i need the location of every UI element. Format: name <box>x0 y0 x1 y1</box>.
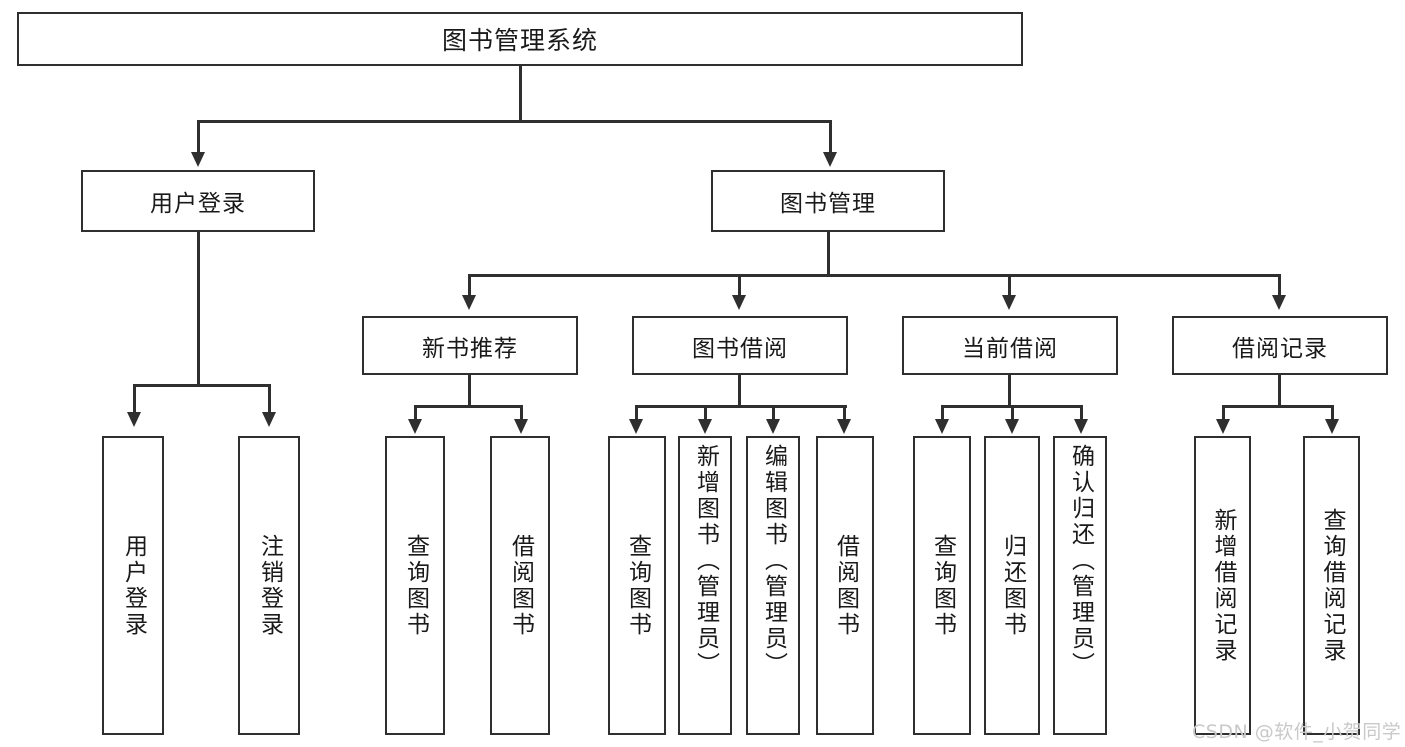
arrow-down-icon <box>732 295 746 310</box>
arrow-down-icon <box>698 419 712 434</box>
node-label: 借阅图书 <box>507 533 534 638</box>
node-label: 用户登录 <box>120 533 147 638</box>
arrow-down-icon <box>1074 419 1088 434</box>
connector-nbr-to-leaf-2 <box>520 405 523 421</box>
connector-bb-to-leaf-2 <box>704 405 707 421</box>
node-label: 图书管理系统 <box>441 26 598 55</box>
arrow-down-icon <box>514 419 528 434</box>
node-label: 图书借阅 <box>692 335 788 362</box>
arrow-down-icon <box>462 295 476 310</box>
node-root-book-management-system[interactable]: 图书管理系统 <box>17 12 1023 66</box>
arrow-down-icon <box>191 152 205 167</box>
leaf-new-book-recommend-query-book[interactable]: 查询图书 <box>385 436 445 735</box>
node-book-borrow[interactable]: 图书借阅 <box>632 316 848 375</box>
leaf-book-borrow-borrow-book[interactable]: 借阅图书 <box>816 436 874 735</box>
arrow-down-icon <box>1002 295 1016 310</box>
leaf-user-login-logout[interactable]: 注销登录 <box>238 436 300 735</box>
leaf-current-borrow-query-book[interactable]: 查询图书 <box>913 436 971 735</box>
node-label: 当前借阅 <box>962 335 1058 362</box>
arrow-down-icon <box>1005 419 1019 434</box>
node-borrow-record[interactable]: 借阅记录 <box>1172 316 1388 375</box>
node-book-management[interactable]: 图书管理 <box>711 170 945 232</box>
node-label: 注销登录 <box>256 533 283 638</box>
connector-root-to-user-login <box>197 120 200 154</box>
arrow-down-icon <box>1216 419 1230 434</box>
connector-user-login-stem <box>197 232 200 386</box>
connector-book-management-stem <box>827 232 830 276</box>
node-label: 用户登录 <box>150 191 246 217</box>
node-label: 归还图书 <box>999 533 1026 638</box>
connector-to-borrow-record <box>1278 274 1281 298</box>
arrow-down-icon <box>1325 419 1339 434</box>
connector-cb-to-leaf-1 <box>941 405 944 421</box>
arrow-down-icon <box>408 419 422 434</box>
connector-to-book-borrow <box>738 274 741 298</box>
node-label: 查询图书 <box>624 533 651 638</box>
connector-user-login-bar <box>133 384 271 387</box>
connector-br-to-leaf-1 <box>1222 405 1225 421</box>
connector-bb-to-leaf-3 <box>772 405 775 421</box>
leaf-current-borrow-return-book[interactable]: 归还图书 <box>984 436 1040 735</box>
arrow-down-icon <box>262 412 276 427</box>
node-user-login[interactable]: 用户登录 <box>81 170 315 232</box>
connector-root-bar <box>197 120 831 123</box>
node-new-book-recommend[interactable]: 新书推荐 <box>362 316 578 375</box>
connector-nbr-to-leaf-1 <box>414 405 417 421</box>
node-label: 借阅图书 <box>832 533 859 638</box>
arrow-down-icon <box>837 419 851 434</box>
connector-to-new-book-recommend <box>468 274 471 298</box>
connector-to-current-borrow <box>1008 274 1011 298</box>
leaf-new-book-recommend-borrow-book[interactable]: 借阅图书 <box>490 436 550 735</box>
node-label: 新增借阅记录 <box>1210 507 1236 664</box>
node-label: 图书管理 <box>780 191 876 217</box>
leaf-user-login-login[interactable]: 用户登录 <box>102 436 164 735</box>
arrow-down-icon <box>1272 295 1286 310</box>
node-current-borrow[interactable]: 当前借阅 <box>902 316 1118 375</box>
node-label: 编辑图书（管理员） <box>760 444 787 678</box>
arrow-down-icon <box>935 419 949 434</box>
arrow-down-icon <box>766 419 780 434</box>
leaf-book-borrow-add-book-admin[interactable]: 新增图书（管理员） <box>678 436 732 735</box>
connector-borrow-record-stem <box>1278 375 1281 407</box>
connector-br-to-leaf-2 <box>1331 405 1334 421</box>
arrow-down-icon <box>127 412 141 427</box>
node-label: 查询图书 <box>402 533 429 638</box>
connector-borrow-record-bar <box>1222 405 1334 408</box>
connector-cb-to-leaf-2 <box>1011 405 1014 421</box>
connector-root-stem <box>519 66 522 122</box>
leaf-current-borrow-confirm-return-admin[interactable]: 确认归还（管理员） <box>1053 436 1107 735</box>
connector-current-borrow-stem <box>1008 375 1011 407</box>
leaf-borrow-record-add-record[interactable]: 新增借阅记录 <box>1194 436 1251 735</box>
leaf-book-borrow-query-book[interactable]: 查询图书 <box>608 436 666 735</box>
connector-bb-to-leaf-4 <box>843 405 846 421</box>
connector-new-book-recommend-bar <box>414 405 522 408</box>
watermark-text: CSDN @软件_小贺同学 <box>1192 721 1402 743</box>
node-label: 借阅记录 <box>1232 335 1328 362</box>
node-label: 查询图书 <box>929 533 956 638</box>
connector-book-borrow-stem <box>738 375 741 407</box>
connector-new-book-recommend-stem <box>468 375 471 407</box>
node-label: 确认归还（管理员） <box>1067 444 1094 678</box>
connector-level2-bar <box>468 274 1280 277</box>
node-label: 查询借阅记录 <box>1319 507 1345 664</box>
connector-cb-to-leaf-3 <box>1080 405 1083 421</box>
leaf-book-borrow-edit-book-admin[interactable]: 编辑图书（管理员） <box>746 436 800 735</box>
leaf-borrow-record-query-record[interactable]: 查询借阅记录 <box>1303 436 1360 735</box>
node-label: 新增图书（管理员） <box>692 444 719 678</box>
node-label: 新书推荐 <box>422 335 518 362</box>
connector-bb-to-leaf-1 <box>635 405 638 421</box>
arrow-down-icon <box>823 152 837 167</box>
connector-book-borrow-bar <box>635 405 847 408</box>
connector-user-login-to-leaf-1 <box>133 384 136 415</box>
connector-user-login-to-leaf-2 <box>268 384 271 415</box>
connector-root-to-book-management <box>829 120 832 154</box>
arrow-down-icon <box>629 419 643 434</box>
